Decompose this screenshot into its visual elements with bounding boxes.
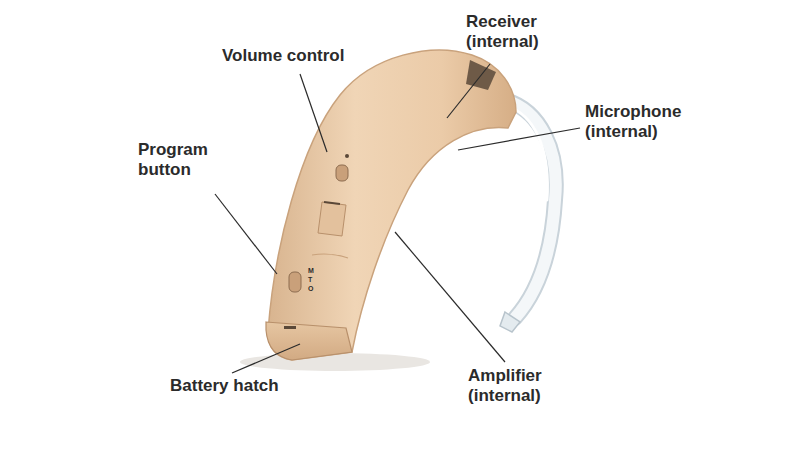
leader-line (215, 194, 277, 274)
leader-line (300, 74, 327, 152)
part-label: Volume control (222, 46, 344, 66)
battery-hatch (266, 322, 352, 360)
switch-letter: O (308, 285, 313, 292)
leader-line (447, 64, 490, 118)
part-label: Microphone (internal) (585, 102, 697, 143)
ear-hook-highlight (512, 108, 547, 200)
part-label: Receiver (internal) (466, 12, 558, 53)
ear-hook-outline (505, 100, 556, 318)
volume-wheel (336, 165, 348, 181)
body-seam (312, 254, 348, 258)
ear-hook-tube (505, 100, 556, 318)
leader-line (395, 232, 505, 362)
ear-hook-tip (500, 312, 520, 332)
part-label: Program button (138, 140, 220, 181)
part-label: Amplifier (internal) (468, 366, 560, 407)
program-switch (289, 272, 301, 292)
leader-line (458, 128, 580, 150)
panel-window (318, 202, 346, 236)
part-label: Battery hatch (170, 376, 279, 396)
switch-letter: T (308, 276, 312, 283)
window-mark (324, 202, 340, 204)
leader-line (232, 344, 300, 373)
hatch-notch (284, 326, 296, 329)
switch-letter: M (308, 267, 314, 274)
volume-dot (345, 154, 349, 158)
hearing-aid-body (268, 50, 516, 360)
floor-shadow (240, 353, 430, 371)
